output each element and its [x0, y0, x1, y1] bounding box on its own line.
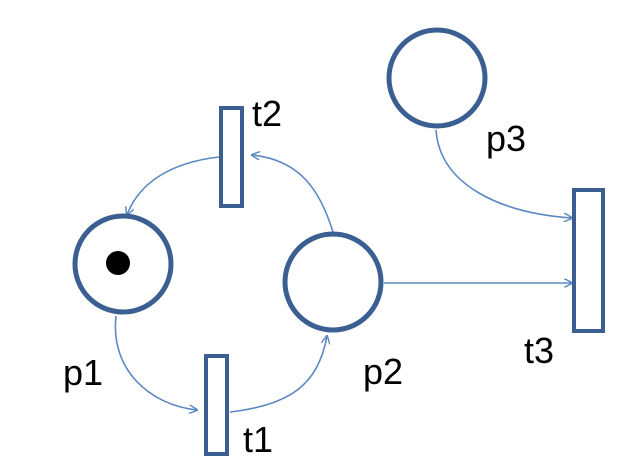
arc-t1-p2: [229, 336, 327, 413]
label-p2: p2: [363, 351, 403, 392]
label-p1: p1: [63, 352, 103, 393]
transition-t2: [219, 106, 244, 208]
arc-p1-t1: [114, 315, 197, 410]
label-t3: t3: [524, 330, 554, 371]
label-t2: t2: [252, 93, 282, 134]
place-p3-circle: [386, 27, 488, 129]
place-p2: [282, 231, 384, 333]
place-p3: [386, 27, 488, 129]
place-p1-token: [106, 251, 130, 275]
place-p2-circle: [282, 231, 384, 333]
label-p3: p3: [486, 118, 526, 159]
label-t1: t1: [243, 419, 273, 460]
transition-t1: [204, 354, 229, 456]
transition-t3: [572, 188, 605, 333]
place-p1: [72, 213, 174, 315]
arc-p2-t2: [252, 155, 334, 233]
arc-p3-t3: [435, 129, 572, 218]
arc-t2-p1: [127, 156, 220, 215]
